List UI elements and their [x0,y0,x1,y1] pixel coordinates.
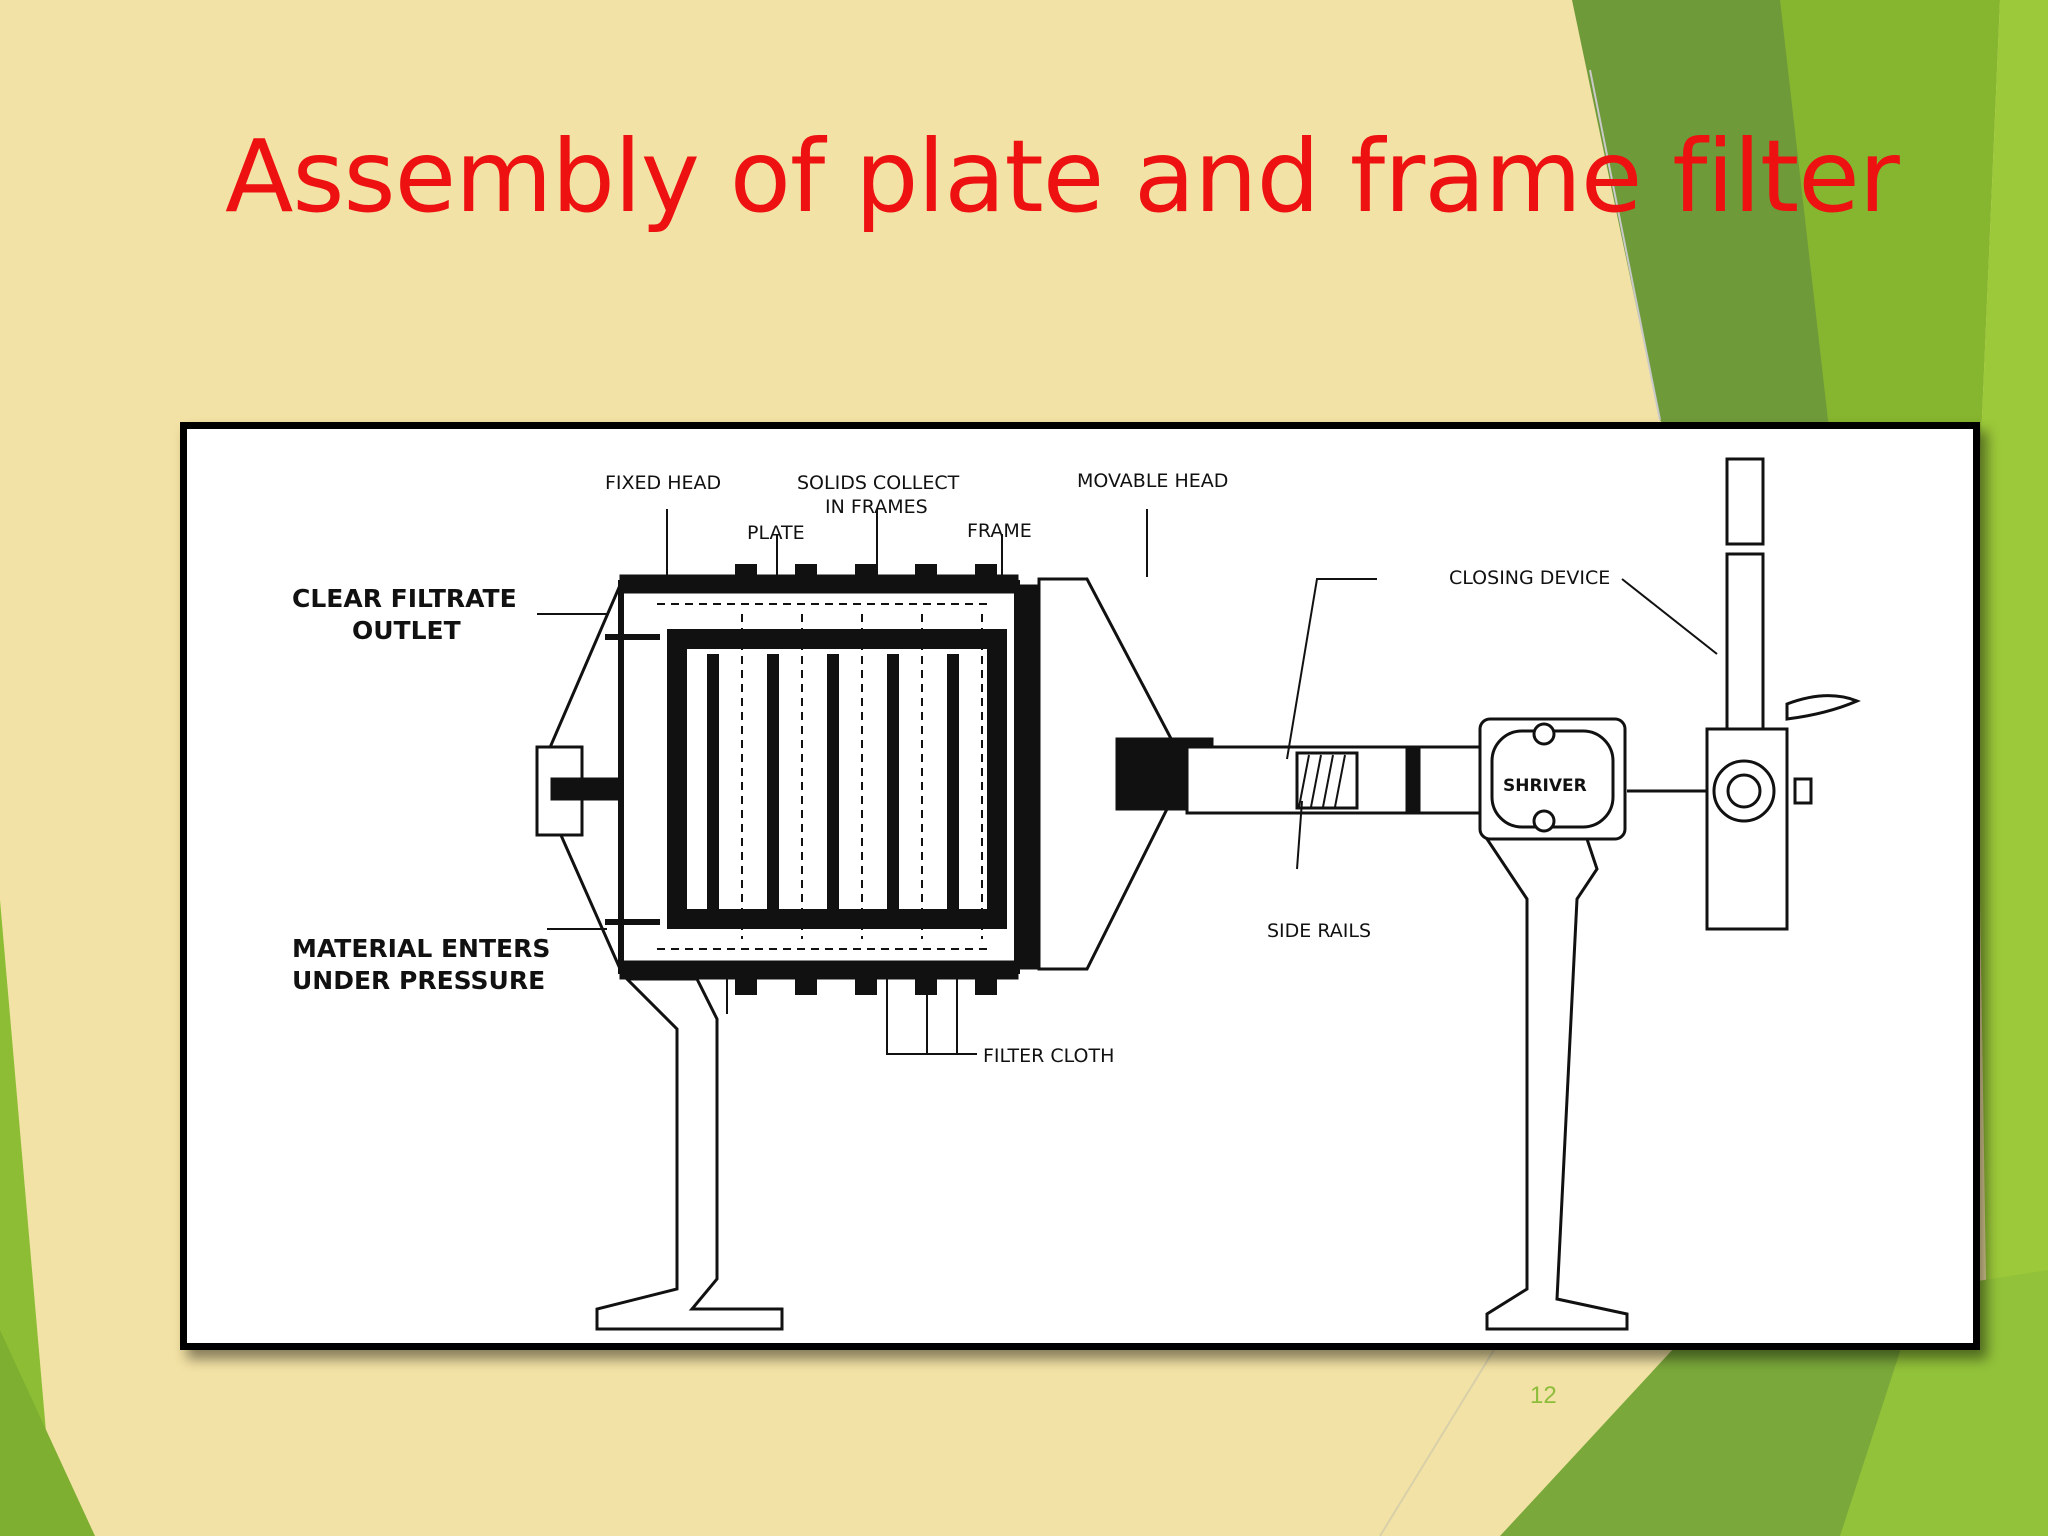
page-number: 12 [1530,1382,1557,1409]
label-side-rails: SIDE RAILS [1267,920,1371,942]
left-support-leg [595,977,784,1331]
flow-channels [657,603,987,950]
label-material-enters: MATERIAL ENTERS [292,934,550,963]
label-in-frames: IN FRAMES [825,496,928,518]
brand-label: SHRIVER [1503,776,1587,796]
green-band-light [1975,0,2048,1536]
plates-and-frames [605,634,959,925]
filter-pack-bottom-rail [619,960,1019,980]
label-outlet: OUTLET [352,616,461,645]
right-support-leg [1484,837,1629,1331]
label-clear-filtrate: CLEAR FILTRATE [292,584,517,613]
label-fixed-head: FIXED HEAD [605,472,721,494]
label-movable-head: MOVABLE HEAD [1077,470,1228,492]
label-filter-cloth: FILTER CLOTH [983,1045,1114,1067]
diagram-labels: FIXED HEAD SOLIDS COLLECT IN FRAMES PLAT… [292,470,1610,1067]
screw-thread [1298,754,1346,808]
green-corner-bottom-light [1840,1270,2048,1536]
support-legs [595,837,1629,1331]
diagram-frame: SHRIVER [180,422,1980,1350]
thin-diagonal-line [1589,69,1661,421]
label-frame: FRAME [967,520,1032,542]
green-corner-left-lower [0,1330,95,1536]
plate-and-frame-filter-diagram: SHRIVER [292,457,1861,1331]
slide-title: Assembly of plate and frame filter [225,118,1900,235]
movable-head [1015,577,1214,971]
callout-lines [537,509,1718,1055]
thin-diagonal-line [1379,1339,1501,1536]
label-solids-collect: SOLIDS COLLECT [797,472,960,494]
filter-pack-top-rail [619,574,1019,594]
label-plate: PLATE [747,522,805,544]
label-closing-device: CLOSING DEVICE [1449,567,1610,589]
label-under-pressure: UNDER PRESSURE [292,966,545,995]
side-rails [1185,745,1519,815]
closing-device: SHRIVER [1478,457,1861,931]
